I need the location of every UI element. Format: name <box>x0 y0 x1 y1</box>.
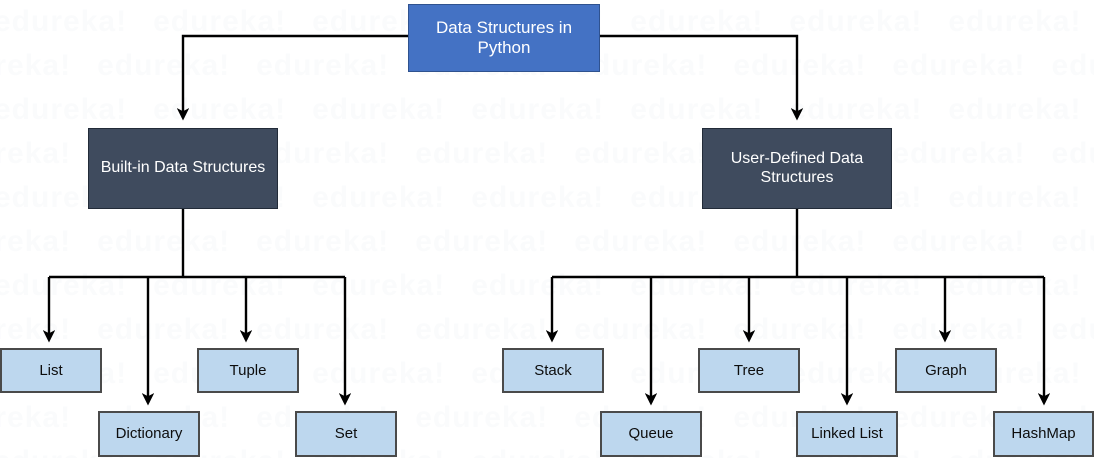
node-queue-label: Queue <box>628 425 674 443</box>
node-builtin-label: Built-in Data Structures <box>100 159 266 177</box>
node-tuple-label: Tuple <box>229 361 267 379</box>
node-dictionary-label: Dictionary <box>115 425 183 443</box>
node-stack-label: Stack <box>534 361 572 379</box>
node-queue[interactable]: Queue <box>600 411 702 457</box>
node-userdefined-label: User-Defined Data Structures <box>730 149 864 186</box>
link-root-to-userdefined <box>600 34 804 121</box>
node-hashmap-label: HashMap <box>1011 425 1076 443</box>
node-list[interactable]: List <box>0 348 102 393</box>
node-tree[interactable]: Tree <box>698 348 800 393</box>
link-root-to-builtin <box>176 34 408 121</box>
node-linkedlist-label: Linked List <box>811 425 883 443</box>
node-stack[interactable]: Stack <box>502 348 604 393</box>
node-linkedlist[interactable]: Linked List <box>796 411 898 457</box>
node-userdefined[interactable]: User-Defined Data Structures <box>702 128 892 209</box>
node-tuple[interactable]: Tuple <box>197 348 299 393</box>
node-builtin[interactable]: Built-in Data Structures <box>88 128 278 209</box>
node-set[interactable]: Set <box>295 411 397 457</box>
node-dictionary[interactable]: Dictionary <box>98 411 200 457</box>
node-set-label: Set <box>334 425 358 443</box>
node-root[interactable]: Data Structures in Python <box>408 4 600 72</box>
node-tree-label: Tree <box>733 361 765 379</box>
node-hashmap[interactable]: HashMap <box>993 411 1094 457</box>
node-root-label: Data Structures in Python <box>435 17 573 57</box>
node-graph[interactable]: Graph <box>895 348 997 393</box>
node-list-label: List <box>39 361 63 379</box>
node-graph-label: Graph <box>925 361 967 379</box>
